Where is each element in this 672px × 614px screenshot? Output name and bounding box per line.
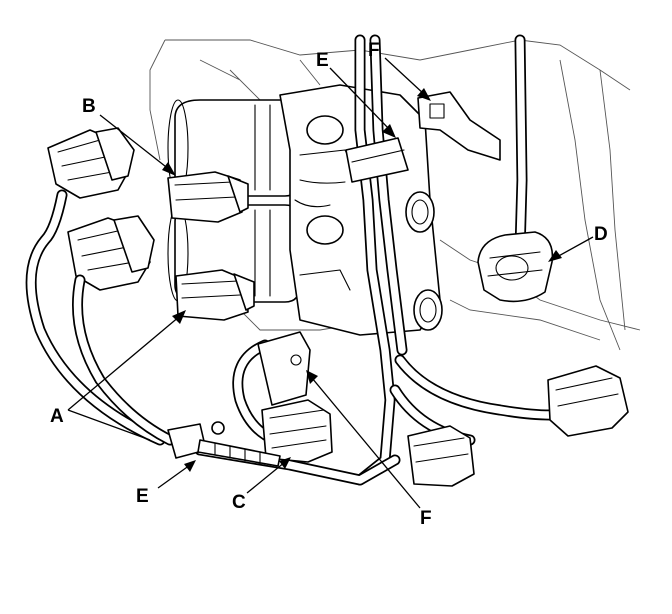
sensor-plug-e-bottom [167,421,281,467]
callout-f-top: F [368,40,380,61]
connector-lower-solenoid [175,269,255,321]
bracket-f-top [417,91,501,161]
leader-lines [67,57,594,509]
sensor-d [477,231,554,303]
harness-connectors-left [47,127,155,291]
connector-b [167,171,249,223]
callout-b: B [82,96,96,117]
connectors-right [407,365,629,487]
callout-c: C [232,492,246,513]
connector-c [257,331,333,463]
callout-a: A [50,406,64,427]
callout-e-bottom: E [136,486,149,507]
callout-e-top: E [316,50,329,71]
callout-f-bottom: F [420,508,432,529]
harness-clip-e-top [345,137,409,183]
callout-d: D [594,224,608,245]
callout-labels: B E F D A E C F [50,40,608,529]
